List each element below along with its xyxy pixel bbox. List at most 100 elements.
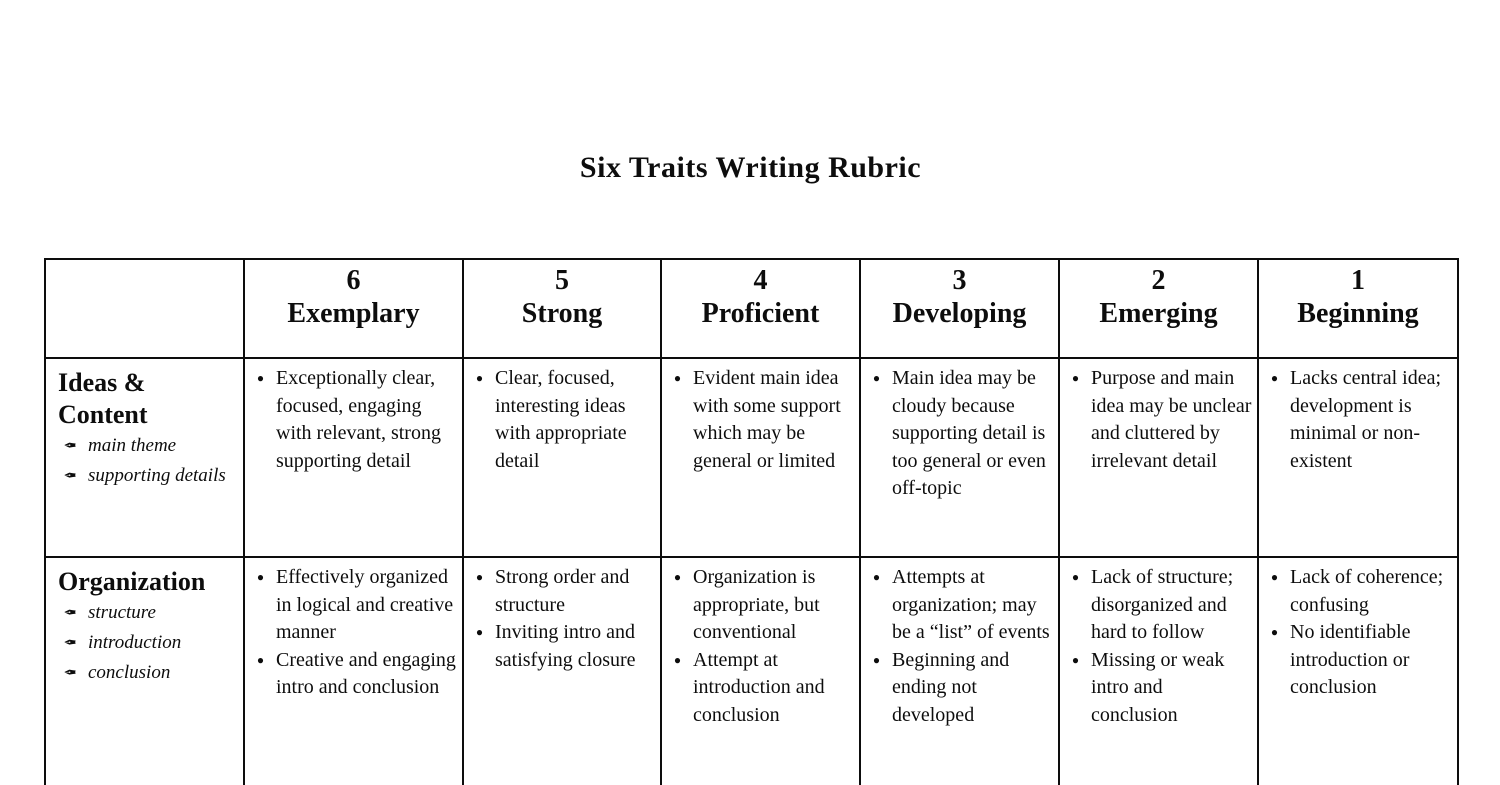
criteria-cell: ● Evident main idea with some support wh…	[660, 357, 861, 558]
bullet-icon: ●	[1071, 570, 1080, 584]
bullet-icon: ●	[256, 652, 265, 667]
criteria-text: Lacks central idea; development is minim…	[1290, 367, 1442, 472]
subtrait-label: main theme	[88, 435, 177, 456]
pen-nib-icon: ✒	[63, 605, 77, 622]
criteria-cell: ● Effectively organized in logical and c…	[243, 556, 464, 785]
bullet-icon: ●	[475, 570, 484, 584]
criteria-cell: ● Attempts at organization; may be a “li…	[859, 556, 1060, 785]
criteria-text: Main idea may be cloudy because supporti…	[892, 367, 1046, 499]
criteria-item: ● Lack of structure; disorganized and ha…	[1060, 564, 1254, 647]
header-cell-1: 1 Beginning	[1257, 258, 1459, 359]
criteria-cell: ● Lacks central idea; development is min…	[1257, 357, 1459, 558]
criteria-item: ● Main idea may be cloudy because suppor…	[861, 365, 1055, 503]
score-label: Exemplary	[287, 298, 420, 329]
score-label: Developing	[892, 298, 1027, 329]
score-number: 5	[555, 265, 569, 296]
subtrait-item: ✒ introduction	[58, 628, 239, 658]
criteria-text: Missing or weak intro and conclusion	[1091, 648, 1225, 726]
score-label: Emerging	[1099, 298, 1218, 329]
criteria-text: Lack of structure; disorganized and hard…	[1091, 566, 1234, 643]
bullet-icon: ●	[1071, 371, 1080, 385]
criteria-item: ● Attempt at introduction and conclusion	[662, 647, 856, 730]
criteria-text: No identifiable introduction or conclusi…	[1290, 621, 1411, 698]
criteria-item: ● Missing or weak intro and conclusion	[1060, 647, 1254, 730]
bullet-icon: ●	[1071, 652, 1080, 667]
subtrait-item: ✒ main theme	[58, 431, 239, 461]
pen-nib-icon: ✒	[63, 635, 77, 652]
criteria-cell: ● Purpose and main idea may be unclear a…	[1058, 357, 1259, 558]
bullet-icon: ●	[1270, 625, 1279, 639]
trait-cell: Ideas & Content ✒ main theme ✒ supportin…	[44, 357, 245, 558]
criteria-text: Beginning and ending not developed	[892, 648, 1010, 726]
criteria-item: ● Lack of coherence; confusing	[1259, 564, 1454, 619]
criteria-text: Effectively organized in logical and cre…	[276, 566, 454, 643]
criteria-cell: ● Clear, focused, interesting ideas with…	[462, 357, 662, 558]
criteria-item: ● Clear, focused, interesting ideas with…	[464, 365, 657, 475]
criteria-item: ● No identifiable introduction or conclu…	[1259, 619, 1454, 702]
trait-cell: Organization ✒ structure ✒ introduction …	[44, 556, 245, 785]
trait-name: Ideas & Content	[58, 368, 148, 429]
criteria-item: ● Attempts at organization; may be a “li…	[861, 564, 1055, 647]
criteria-cell: ● Strong order and structure ● Inviting …	[462, 556, 662, 785]
subtrait-item: ✒ structure	[58, 598, 239, 628]
header-cell-3: 3 Developing	[859, 258, 1060, 359]
criteria-text: Attempt at introduction and conclusion	[693, 648, 825, 726]
score-number: 6	[346, 265, 361, 296]
bullet-icon: ●	[475, 625, 484, 639]
rubric-table: 6 Exemplary 5 Strong 4 Proficient 3 Deve…	[44, 258, 1459, 785]
header-cell-5: 5 Strong	[462, 258, 662, 359]
header-cell-blank	[44, 258, 245, 359]
score-label: Strong	[521, 298, 603, 329]
pen-nib-icon: ✒	[63, 438, 77, 455]
criteria-item: ● Beginning and ending not developed	[861, 647, 1055, 730]
subtrait-label: structure	[88, 602, 156, 623]
criteria-item: ● Strong order and structure	[464, 564, 657, 619]
criteria-text: Purpose and main idea may be unclear and…	[1091, 367, 1252, 472]
score-label: Beginning	[1297, 298, 1419, 329]
criteria-cell: ● Main idea may be cloudy because suppor…	[859, 357, 1060, 558]
subtrait-label: supporting details	[88, 465, 226, 486]
criteria-cell: ● Exceptionally clear, focused, engaging…	[243, 357, 464, 558]
pen-nib-icon: ✒	[63, 468, 77, 485]
criteria-cell: ● Lack of coherence; confusing ● No iden…	[1257, 556, 1459, 785]
criteria-item: ● Exceptionally clear, focused, engaging…	[245, 365, 459, 475]
criteria-text: Strong order and structure	[495, 566, 630, 616]
score-number: 1	[1351, 265, 1365, 296]
bullet-icon: ●	[673, 570, 682, 584]
pen-nib-icon: ✒	[63, 665, 77, 682]
criteria-item: ● Organization is appropriate, but conve…	[662, 564, 856, 647]
header-cell-6: 6 Exemplary	[243, 258, 464, 359]
header-row: 6 Exemplary 5 Strong 4 Proficient 3 Deve…	[44, 258, 1459, 359]
bullet-icon: ●	[256, 570, 265, 584]
criteria-cell: ● Organization is appropriate, but conve…	[660, 556, 861, 785]
criteria-item: ● Evident main idea with some support wh…	[662, 365, 856, 475]
criteria-text: Lack of coherence; confusing	[1290, 566, 1444, 616]
criteria-item: ● Inviting intro and satisfying closure	[464, 619, 657, 674]
bullet-icon: ●	[872, 570, 881, 584]
header-cell-4: 4 Proficient	[660, 258, 861, 359]
criteria-cell: ● Lack of structure; disorganized and ha…	[1058, 556, 1259, 785]
bullet-icon: ●	[1270, 371, 1279, 385]
bullet-icon: ●	[673, 652, 682, 667]
bullet-icon: ●	[673, 371, 682, 385]
criteria-item: ● Effectively organized in logical and c…	[245, 564, 459, 647]
subtrait-label: introduction	[88, 632, 182, 653]
table-row-organization: Organization ✒ structure ✒ introduction …	[44, 556, 1459, 785]
score-number: 3	[952, 265, 967, 296]
trait-name: Organization	[58, 567, 206, 596]
criteria-text: Attempts at organization; may be a “list…	[892, 566, 1050, 643]
subtrait-label: conclusion	[88, 662, 171, 683]
criteria-text: Exceptionally clear, focused, engaging w…	[276, 367, 441, 472]
header-cell-2: 2 Emerging	[1058, 258, 1259, 359]
score-label: Proficient	[701, 298, 820, 329]
bullet-icon: ●	[475, 371, 484, 385]
criteria-text: Creative and engaging intro and conclusi…	[276, 648, 456, 699]
criteria-text: Evident main idea with some support whic…	[693, 367, 841, 472]
criteria-text: Organization is appropriate, but convent…	[693, 566, 820, 643]
bullet-icon: ●	[256, 371, 265, 385]
score-number: 4	[753, 265, 768, 296]
bullet-icon: ●	[872, 652, 881, 667]
criteria-text: Clear, focused, interesting ideas with a…	[495, 367, 627, 472]
criteria-item: ● Creative and engaging intro and conclu…	[245, 647, 459, 702]
